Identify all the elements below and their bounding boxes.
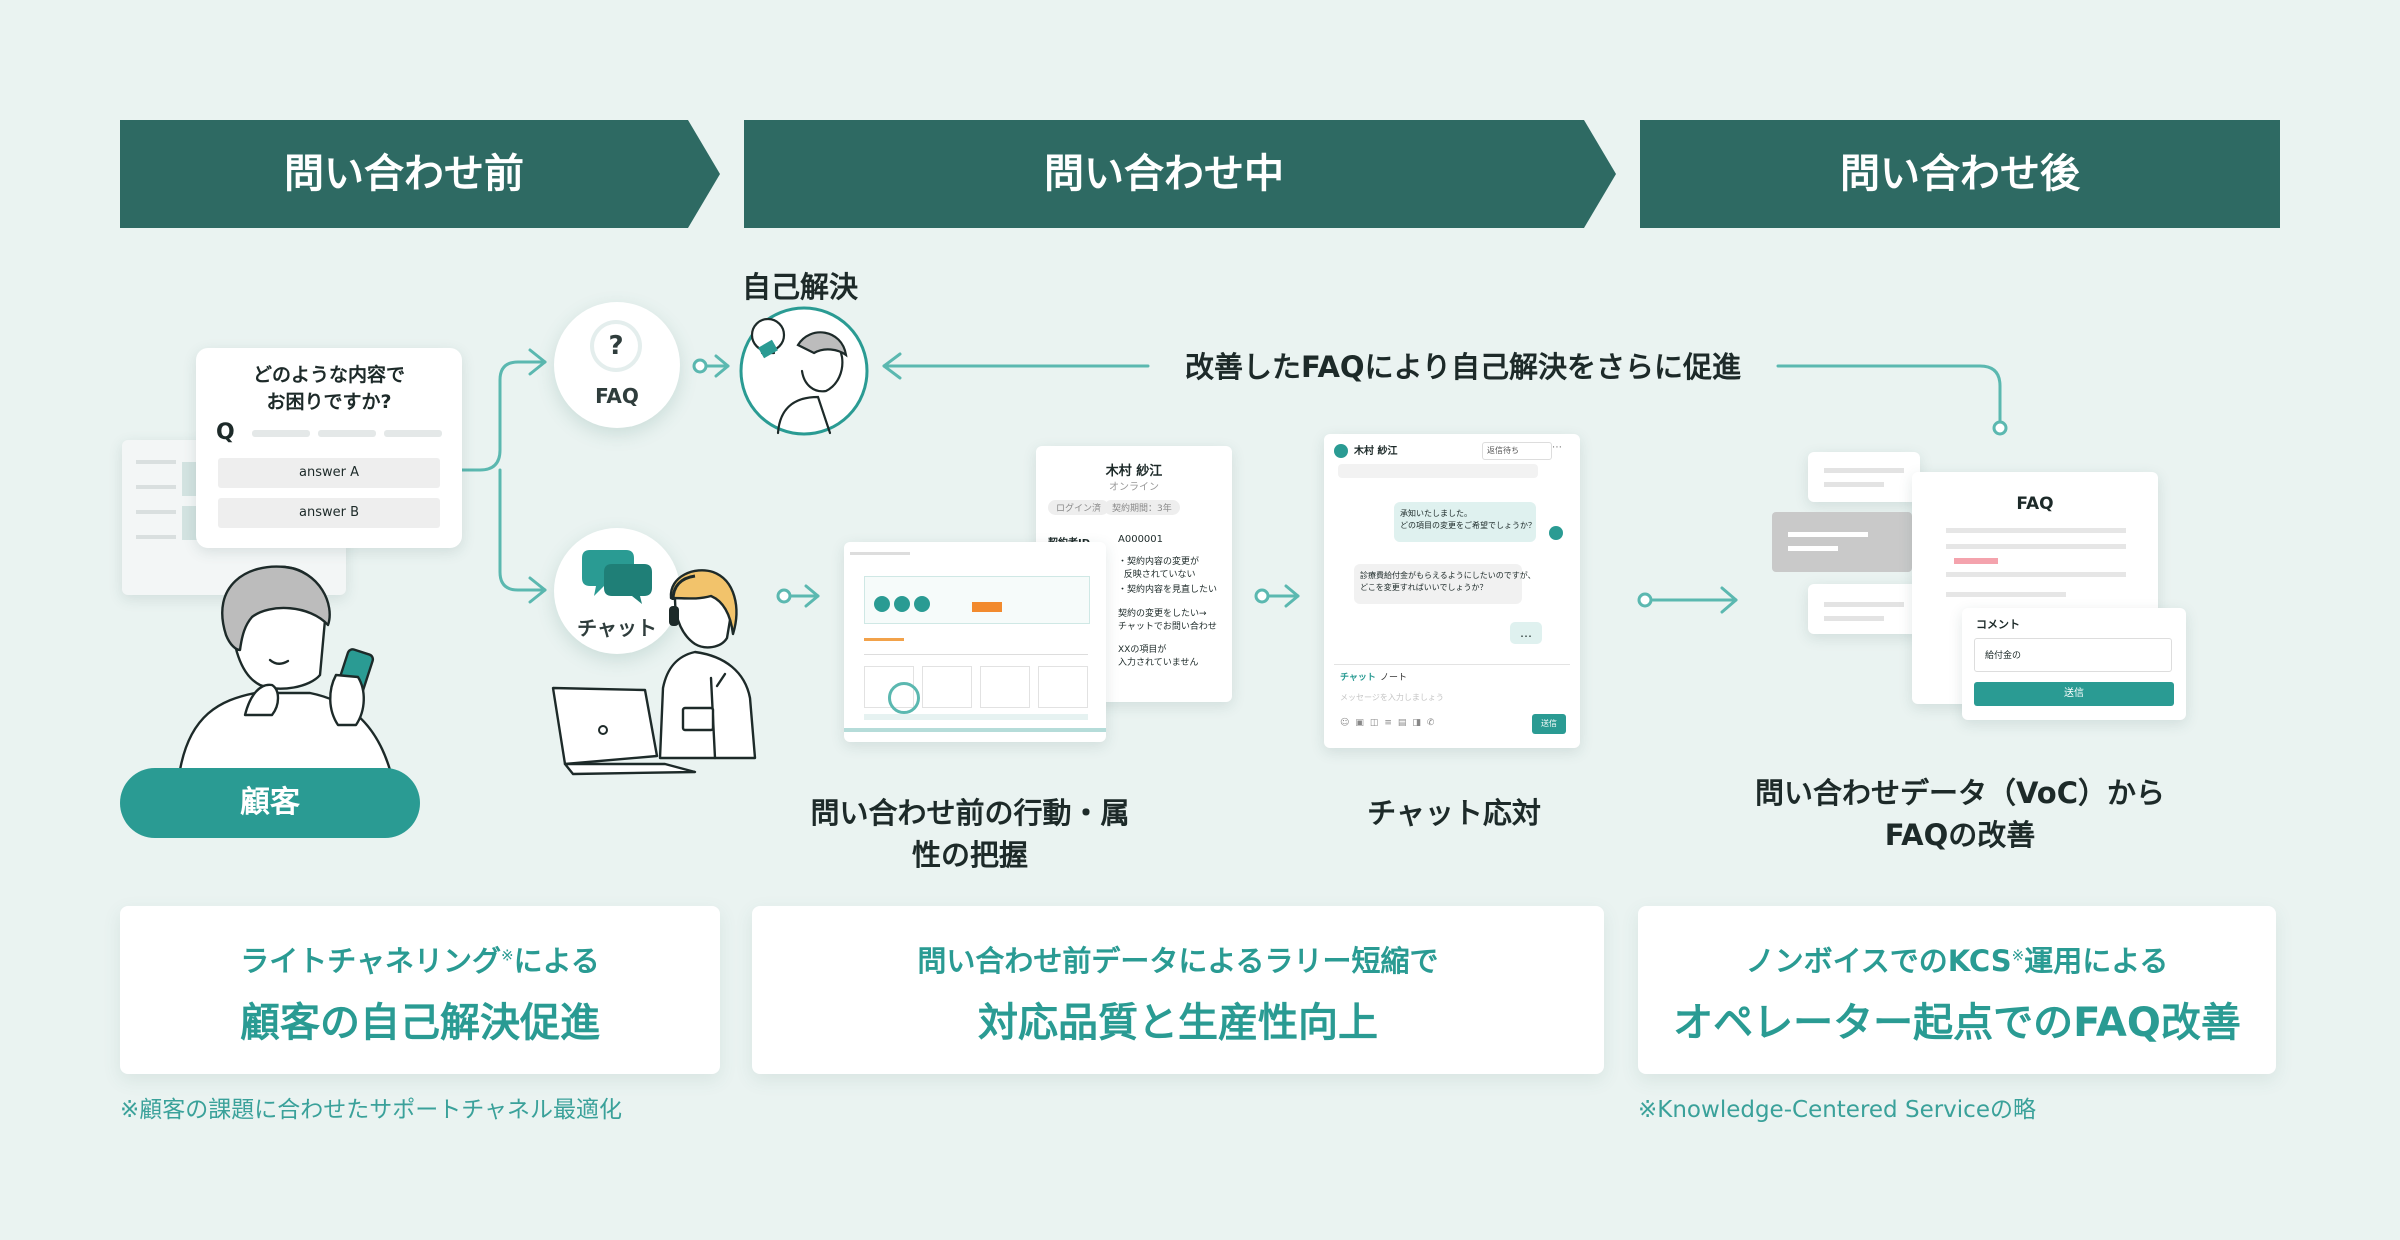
chat-window: 木村 紗江 返信待ち ⋯ 承知いたしました。 どの項目の変更をご希望でしょうか？… [1324, 434, 1580, 748]
operator-illustration [545, 568, 795, 780]
faq-badge-label: FAQ [554, 384, 680, 408]
tab-chat[interactable]: チャット [1340, 670, 1376, 683]
summary-title-before: 顧客の自己解決促進 [120, 990, 720, 1048]
profile-status: オンライン [1036, 478, 1232, 493]
caption-chat: チャット応対 [1330, 792, 1578, 834]
contract-id-value: A000001 [1118, 534, 1163, 545]
feedback-loop-line [1778, 366, 2000, 428]
footnote-kcs: ※Knowledge-Centered Serviceの略 [1638, 1090, 2036, 1124]
faq-link-dot [694, 360, 706, 372]
more-options-icon[interactable]: ⋯ [1552, 442, 1562, 453]
faq-snippet-card-1 [1808, 452, 1920, 502]
tag-logged-in: ログイン済 [1048, 500, 1109, 515]
question-card: どのような内容で お困りですか? Q answer A answer B [196, 348, 462, 548]
summary-box-after: ノンボイスでのKCS※運用による オペレーター起点でのFAQ改善 [1638, 906, 2276, 1074]
caption-voc: 問い合わせデータ（VoC）から FAQの改善 [1740, 772, 2180, 856]
composer-toolbar-icons[interactable]: ☺▣◫≡▤◨✆ [1340, 718, 1440, 728]
issue-bullet-2: ・契約内容を見直したい [1118, 584, 1217, 597]
self-solve-label: 自己解決 [730, 264, 870, 306]
faq-snippet-card-2 [1772, 512, 1912, 572]
caption-behavior: 問い合わせ前の行動・属性の把握 [800, 792, 1140, 876]
self-solve-illustration [738, 305, 870, 437]
missing-field-note: XXの項目が 入力されていません [1118, 644, 1198, 670]
typing-indicator: … [1510, 622, 1542, 644]
summary-box-before: ライトチャネリング※による 顧客の自己解決促進 [120, 906, 720, 1074]
summary-subtitle-after: ノンボイスでのKCS※運用による [1638, 938, 2276, 980]
issue-bullet-1: ・契約内容の変更が 反映されていない [1118, 556, 1199, 582]
message-input[interactable]: メッセージを入力しましょう [1340, 692, 1444, 703]
summary-title-during: 対応品質と生産性向上 [752, 990, 1604, 1048]
q-label: Q [216, 420, 235, 445]
faq-snippet-card-3 [1808, 584, 1920, 634]
loop-label: 改善したFAQにより自己解決をさらに促進 [1148, 344, 1778, 386]
website-dashboard-screen [844, 542, 1106, 742]
summary-title-after: オペレーター起点でのFAQ改善 [1638, 990, 2276, 1048]
answer-b-option[interactable]: answer B [218, 498, 440, 528]
question-mark-icon: ? [594, 324, 638, 368]
comment-panel: コメント 給付金の 送信 [1962, 608, 2186, 720]
customer-message: 診療費給付金がもらえるようにしたいのですが、 どこを変更すればいいでしょうか？ [1354, 564, 1522, 604]
summary-box-during: 問い合わせ前データによるラリー短縮で 対応品質と生産性向上 [752, 906, 1604, 1074]
customer-label: 顧客 [120, 768, 420, 838]
comment-send-button[interactable]: 送信 [1974, 682, 2174, 706]
operator-message: 承知いたしました。 どの項目の変更をご希望でしょうか？ [1394, 502, 1536, 542]
summary-subtitle-during: 問い合わせ前データによるラリー短縮で [752, 938, 1604, 980]
behavior-note: 契約の変更をしたい→ チャットでお問い合わせ [1118, 608, 1217, 634]
chat-contact-name: 木村 紗江 [1354, 442, 1397, 457]
branch-connector [458, 362, 545, 470]
customer-illustration [160, 565, 400, 770]
chat-status-select[interactable]: 返信待ち [1482, 442, 1552, 460]
question-text: どのような内容で お困りですか? [196, 362, 462, 416]
tag-contract-period: 契約期間：3年 [1104, 500, 1180, 515]
faq-badge[interactable]: ? FAQ [554, 302, 680, 428]
footnote-light-channeling: ※顧客の課題に合わせたサポートチャネル最適化 [120, 1090, 622, 1124]
chat-send-button[interactable]: 送信 [1532, 714, 1566, 734]
comment-label: コメント [1976, 616, 2020, 632]
profile-name: 木村 紗江 [1036, 460, 1232, 479]
avatar [1334, 444, 1348, 458]
comment-input[interactable]: 給付金の [1974, 638, 2172, 672]
summary-subtitle-before: ライトチャネリング※による [120, 938, 720, 980]
tab-note[interactable]: ノート [1380, 670, 1407, 683]
answer-a-option[interactable]: answer A [218, 458, 440, 488]
faq-panel-title: FAQ [1912, 494, 2158, 514]
